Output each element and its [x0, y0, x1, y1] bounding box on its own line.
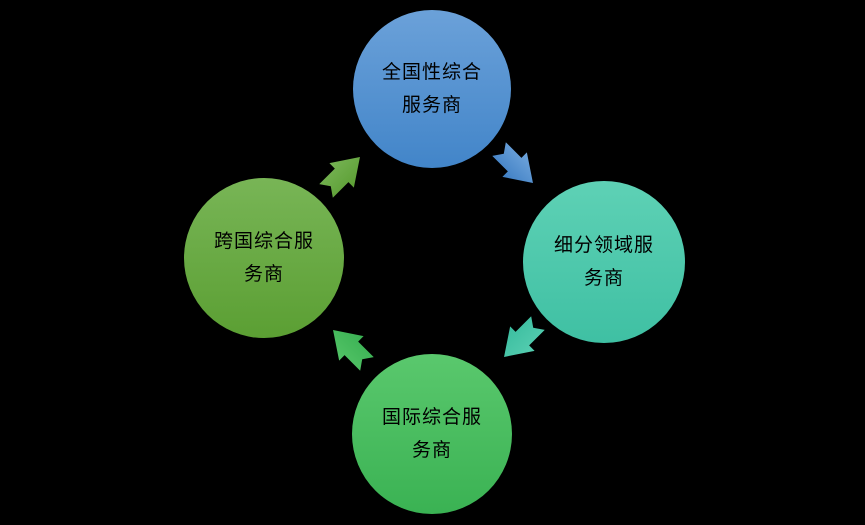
node-label-line: 务商: [243, 263, 284, 285]
node-label: 国际综合服 务商: [382, 401, 482, 467]
node-label-line: 务商: [583, 267, 624, 289]
node-label-line: 细分领域服: [553, 234, 654, 256]
cycle-node-segment-provider: 细分领域服 务商: [523, 181, 685, 343]
node-label-line: 跨国综合服: [213, 230, 314, 252]
arrow-top-to-right-icon: [492, 142, 533, 183]
arrow-bottom-to-left-icon: [333, 330, 374, 371]
cycle-node-national-provider: 全国性综合 服务商: [353, 10, 511, 168]
node-label: 全国性综合 服务商: [382, 56, 482, 122]
cycle-node-multinational-provider: 跨国综合服 务商: [184, 178, 344, 338]
node-label-line: 全国性综合: [381, 61, 482, 83]
cycle-node-international-provider: 国际综合服 务商: [352, 354, 512, 514]
node-label-line: 服务商: [401, 94, 462, 116]
node-label-line: 国际综合服: [381, 406, 482, 428]
arrow-left-to-top-icon: [319, 157, 360, 198]
node-label: 跨国综合服 务商: [214, 225, 314, 291]
node-label-line: 务商: [411, 439, 452, 461]
arrow-right-to-bottom-icon: [504, 316, 545, 357]
node-label: 细分领域服 务商: [554, 229, 654, 295]
